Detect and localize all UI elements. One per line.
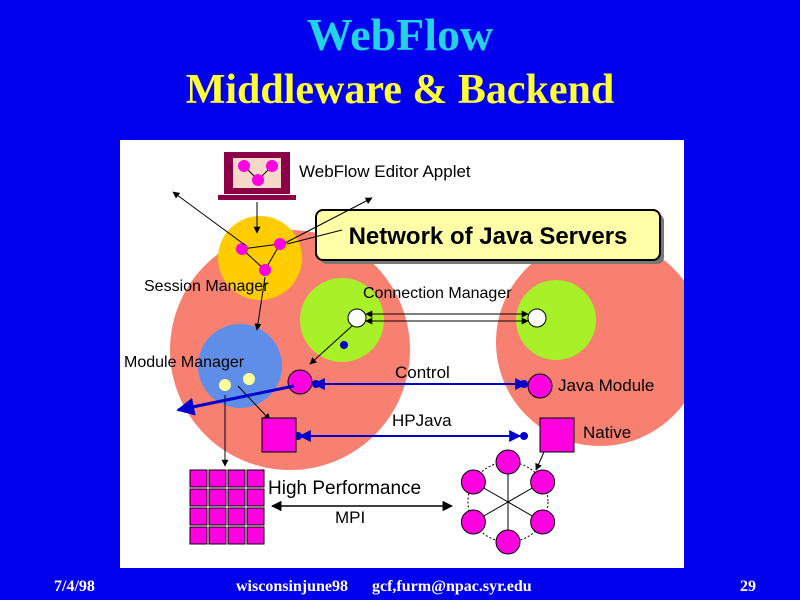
processor-cell (227, 488, 246, 507)
connection-node-left (347, 308, 367, 328)
processor-cell (208, 526, 227, 545)
connection-manager-label: Connection Manager (363, 285, 512, 302)
processor-cell (189, 507, 208, 526)
ring-node (530, 509, 556, 535)
connection-manager-left-circle (300, 278, 384, 362)
ring-node (460, 469, 486, 495)
processor-cell (246, 526, 265, 545)
java-module-node (527, 373, 553, 399)
session-manager-label: Session Manager (144, 278, 269, 295)
processor-cell (189, 488, 208, 507)
footer-date: 7/4/98 (54, 578, 95, 595)
ring-node (530, 469, 556, 495)
session-manager-circle (218, 216, 302, 300)
ring-node (495, 529, 521, 555)
footer-page-number: 29 (740, 578, 756, 595)
processor-cell (246, 488, 265, 507)
processor-cell (208, 488, 227, 507)
processor-cell (227, 507, 246, 526)
slide-subtitle: Middleware & Backend (185, 67, 615, 113)
mpi-ring (460, 449, 556, 555)
processor-cell (208, 507, 227, 526)
slide-title: WebFlow (306, 9, 494, 60)
webflow-diagram: WebFlow Editor Applet Network of Java Se… (124, 152, 684, 555)
connection-manager-right-circle (516, 280, 596, 360)
control-label: Control (395, 363, 450, 382)
processor-cell (227, 526, 246, 545)
network-label: Network of Java Servers (349, 223, 628, 250)
ring-link (472, 481, 544, 523)
control-node-left (287, 369, 313, 395)
module-node (243, 373, 255, 385)
module-node (219, 379, 231, 391)
hpjava-node-left (261, 417, 297, 453)
mpi-label: MPI (335, 508, 365, 527)
processor-cell (246, 507, 265, 526)
native-label: Native (583, 423, 631, 442)
module-manager-circle (198, 324, 282, 408)
java-module-label: Java Module (558, 376, 654, 395)
ring-node (460, 509, 486, 535)
footer-talk: wisconsinjune98 (236, 578, 349, 595)
high-performance-label: High Performance (268, 478, 421, 499)
connection-node-right (527, 308, 547, 328)
computer-icon (218, 152, 296, 200)
processor-cell (189, 526, 208, 545)
processor-cell (227, 469, 246, 488)
processor-cell (189, 469, 208, 488)
hpjava-label: HPJava (392, 411, 452, 430)
processor-grid (189, 469, 265, 545)
session-graph (236, 238, 286, 276)
editor-applet-label: WebFlow Editor Applet (299, 162, 471, 181)
ring-node (495, 449, 521, 475)
footer-email: gcf,furm@npac.syr.edu (372, 578, 532, 595)
processor-cell (246, 469, 265, 488)
native-node (539, 417, 575, 453)
processor-cell (208, 469, 227, 488)
network-box (315, 209, 661, 261)
diagram-panel: WebFlow Editor Applet Network of Java Se… (120, 140, 684, 568)
module-manager-label: Module Manager (124, 354, 245, 371)
